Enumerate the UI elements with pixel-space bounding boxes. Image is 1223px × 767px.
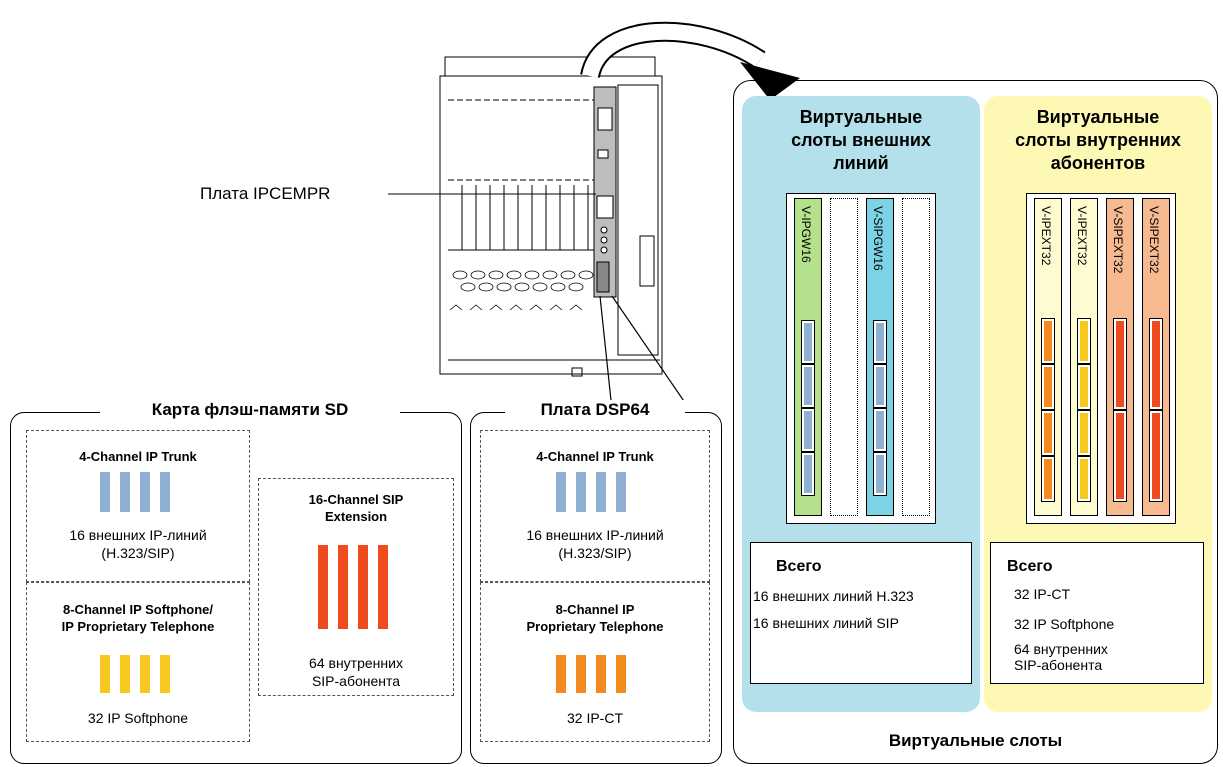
sd-card-title: Карта флэш-памяти SD <box>100 400 400 420</box>
sd-trunk-channel-2 <box>120 472 130 512</box>
sd-trunk-channel-3 <box>140 472 150 512</box>
internal-total-ipct: 32 IP-CT <box>1014 586 1071 602</box>
dsp64-trunk-desc: 16 внешних IP-линий (H.323/SIP) <box>526 527 664 561</box>
v-ipgw16-channel-2 <box>801 364 815 408</box>
v-sipext32-2-channel-2 <box>1149 410 1163 502</box>
v-ipext32-label-1: V-IPEXT32 <box>1039 206 1053 266</box>
internal-total-softphone: 32 IP Softphone <box>1014 616 1115 632</box>
sd-softphone-title: 8-Channel IP Softphone/ IP Proprietary T… <box>61 602 215 634</box>
pbx-cabinet-illustration <box>388 21 800 400</box>
sd-softphone-desc: 32 IP Softphone <box>87 710 189 726</box>
dsp64-trunk-channel-3 <box>596 472 606 512</box>
v-sipext32-label-2: V-SIPEXT32 <box>1147 206 1161 274</box>
dsp64-trunk-channel-1 <box>556 472 566 512</box>
empty-slot-2 <box>902 198 930 516</box>
external-total-title: Всего <box>776 558 822 575</box>
v-ipgw16-channel-3 <box>801 408 815 452</box>
v-ipext32-1-channel-4 <box>1041 456 1055 502</box>
sd-trunk-title: 4-Channel IP Trunk <box>79 449 197 464</box>
sd-sip-channel-4 <box>378 545 388 629</box>
v-ipext32-2-channel-1 <box>1077 318 1091 364</box>
dsp64-pt-channel-1 <box>556 655 566 693</box>
sd-sip-channel-2 <box>338 545 348 629</box>
sd-sip-box <box>258 478 454 696</box>
v-sipgw16-channel-2 <box>873 364 887 408</box>
sd-sip-channel-3 <box>358 545 368 629</box>
v-sipgw16-channel-4 <box>873 452 887 496</box>
empty-slot-1 <box>830 198 858 516</box>
internal-slots-title: Виртуальные слоты внутренних абонентов <box>1015 107 1181 173</box>
sd-softphone-channel-4 <box>160 655 170 693</box>
v-sipext32-1-channel-1 <box>1113 318 1127 410</box>
v-ipext32-label-2: V-IPEXT32 <box>1075 206 1089 266</box>
v-ipext32-2-channel-4 <box>1077 456 1091 502</box>
sd-softphone-channel-3 <box>140 655 150 693</box>
v-sipext32-label-1: V-SIPEXT32 <box>1111 206 1125 274</box>
dsp64-trunk-box <box>480 430 710 582</box>
external-slots-title: Виртуальные слоты внешних линий <box>791 107 931 173</box>
v-ipext32-2-channel-2 <box>1077 364 1091 410</box>
sd-trunk-channel-1 <box>100 472 110 512</box>
v-sipgw16-label: V-SIPGW16 <box>871 206 885 271</box>
external-total-sip: 16 внешних линий SIP <box>753 615 899 631</box>
dsp64-title: Плата DSP64 <box>505 400 685 420</box>
dsp64-pt-box <box>480 582 710 742</box>
internal-total-box <box>990 542 1204 684</box>
internal-total-title: Всего <box>1007 558 1053 575</box>
sd-trunk-channel-4 <box>160 472 170 512</box>
external-total-box <box>750 542 972 684</box>
virtual-slots-panel <box>733 80 1218 764</box>
dsp64-pt-title: 8-Channel IP Proprietary Telephone <box>526 602 664 634</box>
sd-trunk-box <box>26 430 250 582</box>
dsp64-pt-channel-4 <box>616 655 626 693</box>
sd-sip-channel-1 <box>318 545 328 629</box>
dsp64-pt-desc: 32 IP-CT <box>566 710 623 726</box>
v-ipgw16-channel-4 <box>801 452 815 496</box>
external-total-h323: 16 внешних линий H.323 <box>753 588 914 604</box>
dsp64-trunk-channel-2 <box>576 472 586 512</box>
v-sipgw16-channel-1 <box>873 320 887 364</box>
v-ipext32-1-channel-1 <box>1041 318 1055 364</box>
v-sipgw16-channel-3 <box>873 408 887 452</box>
dsp64-pt-channel-3 <box>596 655 606 693</box>
sd-sip-desc: 64 внутренних SIP-абонента <box>309 655 403 689</box>
ipcempr-card-label: Плата IPCEMPR <box>200 184 331 203</box>
v-ipgw16-label: V-IPGW16 <box>799 206 813 263</box>
v-ipgw16-channel-1 <box>801 320 815 364</box>
v-sipext32-2-channel-1 <box>1149 318 1163 410</box>
internal-total-sip: 64 внутренних SIP-абонента <box>1014 641 1108 673</box>
dsp64-trunk-title: 4-Channel IP Trunk <box>536 449 654 464</box>
sd-trunk-desc: 16 внешних IP-линий (H.323/SIP) <box>69 527 207 561</box>
dsp64-trunk-channel-4 <box>616 472 626 512</box>
v-ipext32-1-channel-2 <box>1041 364 1055 410</box>
dsp64-pt-channel-2 <box>576 655 586 693</box>
v-ipext32-1-channel-3 <box>1041 410 1055 456</box>
v-ipext32-2-channel-3 <box>1077 410 1091 456</box>
sd-sip-title: 16-Channel SIP Extension <box>308 492 404 524</box>
v-sipext32-1-channel-2 <box>1113 410 1127 502</box>
virtual-slots-caption: Виртуальные слоты <box>888 731 1063 750</box>
sd-softphone-channel-1 <box>100 655 110 693</box>
sd-softphone-channel-2 <box>120 655 130 693</box>
sd-softphone-box <box>26 582 250 742</box>
